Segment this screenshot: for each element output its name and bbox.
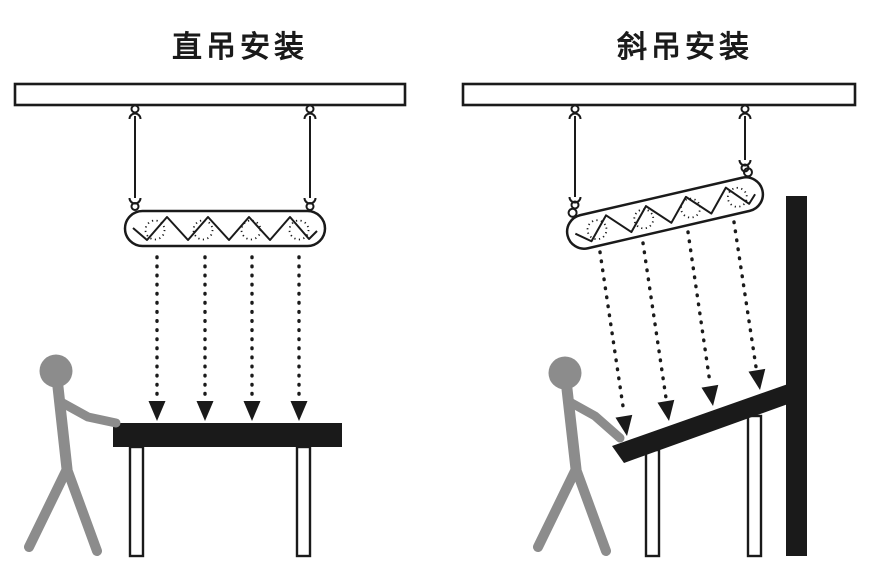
hook-eyelet bbox=[130, 104, 140, 114]
led-lens-circle bbox=[726, 186, 748, 208]
hanging-wire bbox=[128, 104, 142, 211]
person-leg bbox=[24, 464, 72, 552]
hook-curl bbox=[303, 112, 317, 120]
person-arm bbox=[54, 396, 121, 428]
light-ray bbox=[196, 255, 214, 421]
hook-eyelet bbox=[570, 104, 580, 114]
hook-curl bbox=[738, 112, 752, 120]
hook-eyelet bbox=[567, 207, 578, 218]
tilted-install-title: 斜吊安装 bbox=[617, 30, 753, 65]
vertical-install-panel: 直吊安装 bbox=[13, 30, 407, 558]
hanging-wire bbox=[303, 104, 317, 211]
light-ray bbox=[148, 255, 166, 421]
light-ray bbox=[686, 230, 722, 408]
fixture-body bbox=[123, 209, 327, 248]
table-leg bbox=[644, 448, 661, 558]
light-ray-arrowhead bbox=[701, 384, 722, 408]
light-ray-arrowhead bbox=[243, 401, 261, 421]
light-ray bbox=[243, 255, 261, 421]
tilted-work-table bbox=[612, 384, 788, 558]
hook-eyelet bbox=[742, 167, 753, 178]
light-fixture-tilted bbox=[565, 167, 765, 250]
light-ray bbox=[641, 241, 678, 423]
fixture-zigzag-reflector bbox=[574, 186, 756, 243]
light-rays bbox=[148, 255, 308, 421]
light-ray-arrowhead bbox=[196, 401, 214, 421]
hook-eyelet bbox=[305, 104, 315, 114]
person-figure bbox=[24, 354, 121, 556]
light-ray bbox=[732, 220, 769, 392]
ceiling-beam bbox=[13, 82, 407, 107]
light-ray-dotted-line bbox=[641, 241, 668, 400]
person-arm bbox=[563, 396, 625, 443]
light-ray-arrowhead bbox=[290, 401, 308, 421]
hook-eyelet bbox=[740, 104, 750, 114]
person-leg bbox=[62, 464, 102, 556]
person-leg bbox=[571, 464, 611, 556]
person-head bbox=[39, 354, 73, 388]
light-ray-arrowhead bbox=[657, 399, 678, 423]
fixture-body bbox=[565, 176, 765, 250]
hook-curl bbox=[128, 112, 142, 120]
led-lens-circle bbox=[240, 219, 262, 241]
table-leg bbox=[295, 445, 312, 558]
wall-panel bbox=[786, 196, 807, 556]
light-ray-arrowhead bbox=[748, 368, 769, 392]
light-ray-dotted-line bbox=[686, 230, 712, 385]
light-ray bbox=[598, 250, 636, 438]
ceiling-beam bbox=[461, 82, 857, 107]
work-table bbox=[113, 423, 342, 558]
light-fixture bbox=[123, 209, 327, 248]
light-rays bbox=[598, 220, 769, 438]
table-leg bbox=[128, 445, 145, 558]
person-figure bbox=[533, 356, 625, 556]
table-leg bbox=[746, 414, 763, 558]
led-lens-circle bbox=[192, 219, 214, 241]
hanging-wire-short bbox=[738, 104, 752, 173]
led-lens-circle bbox=[586, 219, 608, 241]
light-ray-dotted-line bbox=[732, 220, 758, 369]
tilted-table-top bbox=[612, 384, 788, 463]
hook-eyelet bbox=[130, 202, 140, 211]
light-ray-dotted-line bbox=[598, 250, 626, 415]
light-ray-arrowhead bbox=[148, 401, 166, 421]
fixture-zigzag-reflector bbox=[132, 216, 318, 241]
person-leg bbox=[533, 464, 581, 552]
led-lens-circle bbox=[633, 208, 655, 230]
led-lens-circle bbox=[144, 219, 166, 241]
light-ray bbox=[290, 255, 308, 421]
hanging-wire-long bbox=[568, 104, 582, 210]
hook-curl bbox=[568, 112, 582, 120]
table-top bbox=[113, 423, 342, 447]
led-lens-circle bbox=[288, 219, 310, 241]
vertical-install-title: 直吊安装 bbox=[172, 30, 308, 65]
person-head bbox=[548, 356, 582, 390]
tilted-install-panel: 斜吊安装 bbox=[461, 30, 857, 558]
